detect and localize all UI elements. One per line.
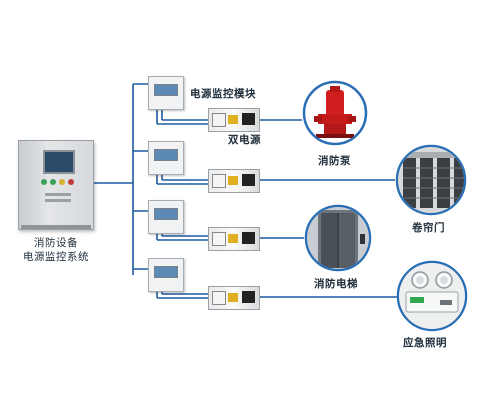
cabinet-indicator-row [41,179,75,185]
dual-power-switch-1 [208,108,260,132]
dual-power-switch-2 [208,169,260,193]
cabinet-label-line2: 电源监控系统 [23,251,89,263]
dual-power-switch-4 [208,286,260,310]
device-label-1: 消防泵 [318,155,351,167]
monitor-module-3 [148,200,184,234]
dual-power-label: 双电源 [228,134,261,146]
device-label-4: 应急照明 [403,337,447,349]
cabinet-label-line1: 消防设备 [34,237,78,249]
monitor-module-1 [148,76,184,110]
cabinet-screen [43,150,75,174]
monitor-module-2 [148,141,184,175]
rolling-shutter-icon [395,144,467,216]
fire-pump-icon [302,80,368,146]
emergency-light-icon [396,260,468,332]
cabinet-label: 消防设备 电源监控系统 [14,236,98,264]
device-label-2: 卷帘门 [412,222,445,234]
monitor-module-label: 电源监控模块 [190,88,256,100]
monitor-module-4 [148,258,184,292]
dual-power-switch-3 [208,227,260,251]
device-label-3: 消防电梯 [314,278,358,290]
control-cabinet [18,140,94,230]
fire-elevator-icon [304,204,372,272]
